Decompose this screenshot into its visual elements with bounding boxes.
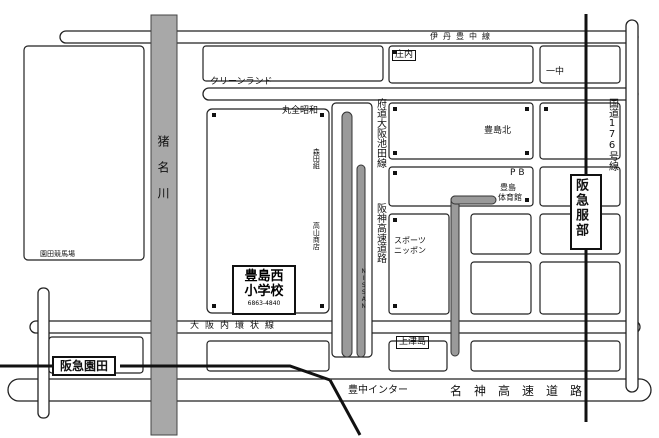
- marker: [525, 198, 529, 202]
- block-north-1: [388, 45, 534, 84]
- block-sports-nippon: [388, 213, 450, 315]
- rail-south-crossing: [328, 379, 362, 436]
- block-south-2: [470, 340, 621, 372]
- school-name-line1: 豊島西: [244, 269, 284, 284]
- river-ina: [150, 14, 178, 436]
- marker: [393, 171, 397, 175]
- marker: [393, 107, 397, 111]
- label-toyonaka-interchange: 豊中インター: [348, 385, 408, 396]
- label-sonoda-racetrack: 園田競馬場: [40, 250, 75, 258]
- label-meishin-expressway: 名神高速道路: [450, 384, 595, 398]
- marker: [393, 50, 397, 54]
- block-north-2: [539, 45, 621, 84]
- marker: [525, 151, 529, 155]
- label-takayama-shoten: 高山商店: [312, 222, 321, 250]
- road-top-itami-toyonaka: [59, 30, 639, 44]
- label-shosai: 庄内: [392, 50, 417, 61]
- marker: [320, 113, 324, 117]
- label-toyoshima-gym-line2: 体育館: [498, 193, 522, 202]
- block-pb: [388, 166, 534, 207]
- label-maruzen-showa: 丸全昭和: [282, 106, 319, 116]
- school-box[interactable]: 豊島西 小学校 6863-4840: [232, 265, 296, 315]
- lane-gray-4: [450, 195, 497, 205]
- marker: [525, 107, 529, 111]
- label-nissan: NISSAN: [360, 268, 368, 310]
- road-national-176: [625, 19, 639, 393]
- block-toyoshima-kita: [388, 102, 534, 160]
- label-clean-land: クリーンランド: [210, 77, 273, 87]
- school-phone: 6863-4840: [247, 300, 281, 307]
- marker: [393, 151, 397, 155]
- block-northwest-inner: [202, 45, 384, 82]
- label-sports-nippon-line1: スポーツ: [394, 236, 426, 245]
- station-sonoda[interactable]: 阪急園田: [52, 356, 117, 376]
- label-osaka-naikan-line: 大阪内環状線: [190, 321, 281, 331]
- rail-hankyu-takarazuka: [0, 364, 331, 382]
- label-toyoshima-kita: 豊島北: [484, 126, 512, 136]
- label-toyoshima-gym-line1: 豊島: [500, 183, 516, 192]
- marker: [212, 304, 216, 308]
- lane-gray-3: [450, 195, 460, 357]
- lane-gray-2: [356, 164, 366, 358]
- road-left-vertical: [37, 287, 50, 419]
- label-ichichu: 一中: [546, 67, 565, 77]
- label-fudou-osaka-ikeda: 府道大阪池田線: [374, 98, 386, 168]
- block-mid-3: [470, 261, 532, 315]
- label-ina-river: 猪名川: [156, 135, 170, 213]
- station-sonoda-label: 阪急園田: [60, 359, 109, 373]
- label-morita-gumi: 森田組: [312, 148, 321, 169]
- lane-gray-1: [341, 111, 353, 358]
- school-name-line2: 小学校: [244, 284, 284, 299]
- station-hattori-label: 阪急服部: [573, 178, 588, 238]
- label-sports-nippon-line2: ニッポン: [394, 246, 426, 255]
- block-northwest: [23, 45, 145, 261]
- label-pb: PB: [510, 168, 528, 178]
- label-national-route-176: 国道176号線: [606, 98, 618, 171]
- block-east-1: [539, 102, 621, 160]
- marker: [393, 218, 397, 222]
- marker: [393, 304, 397, 308]
- label-kamitsushima: 上津島: [396, 336, 430, 349]
- station-hattori[interactable]: 阪急服部: [570, 174, 602, 250]
- block-south-left: [206, 340, 330, 372]
- label-itami-toyonaka-line: 伊丹豊中線: [430, 32, 495, 41]
- marker: [212, 113, 216, 117]
- block-mid-4: [539, 261, 621, 315]
- label-hanshin-expressway: 阪神高速道路: [374, 203, 386, 263]
- road-clean-land: [202, 87, 639, 101]
- block-mid-1: [470, 213, 532, 255]
- marker: [544, 107, 548, 111]
- marker: [320, 304, 324, 308]
